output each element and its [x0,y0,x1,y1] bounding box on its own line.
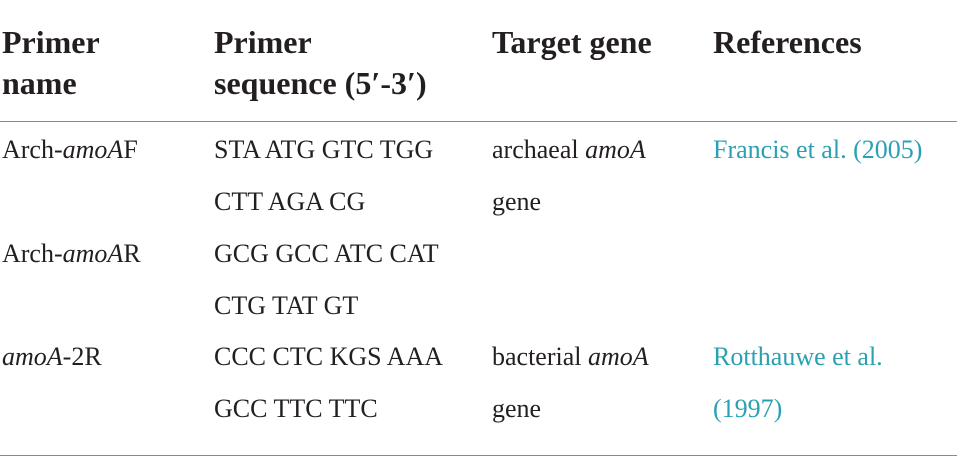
row3-name-suffix: -2R [62,342,102,371]
row1-reference: Francis et al. (2005) [713,124,922,176]
row3-sequence-line1: CCC CTC KGS AAA [214,342,443,371]
row2-name-suffix: R [123,239,141,268]
header-primer-name-line1: Primer [2,24,100,60]
header-divider [0,121,957,122]
row1-target-italic: amoA [585,135,646,164]
row3-target-line1: bacterial amoA [492,331,649,383]
row1-target-prefix: archaeal [492,135,586,164]
row1-sequence-line2: CTT AGA CG [214,187,366,216]
row3-reference: Rotthauwe et al. (1997) [713,331,883,435]
row3-sequence-line2: GCC TTC TTC [214,394,378,423]
header-primer-name-line2: name [2,65,77,101]
row1-primer-name: Arch-amoAF [2,124,138,176]
row3-target-line2: gene [492,394,542,423]
header-references-line1: References [713,24,862,60]
header-primer-sequence: Primer sequence (5′-3′) [214,22,427,104]
row1-name-prefix: Arch- [2,135,63,164]
row1-name-italic: amoA [62,135,124,164]
row3-reference-link-line2[interactable]: (1997) [713,394,783,423]
row1-sequence-line1: STA ATG GTC TGG [214,135,434,164]
row1-target-gene: archaeal amoA gene [492,124,646,228]
row2-name-italic: amoA [62,239,124,268]
row2-name-prefix: Arch- [2,239,63,268]
row3-sequence: CCC CTC KGS AAA GCC TTC TTC [214,331,443,435]
header-references: References [713,22,862,63]
table-bottom-rule [0,455,957,456]
header-primer-sequence-line2: sequence (5′-3′) [214,65,427,101]
row1-name-suffix: F [123,135,138,164]
row2-sequence: GCG GCC ATC CAT CTG TAT GT [214,228,439,332]
row3-target-italic: amoA [588,342,649,371]
header-primer-sequence-line1: Primer [214,24,312,60]
row3-primer-name: amoA-2R [2,331,102,383]
row2-sequence-line2: CTG TAT GT [214,291,359,320]
header-primer-name: Primer name [2,22,100,104]
row3-target-gene: bacterial amoA gene [492,331,649,435]
row1-target-line1: archaeal amoA [492,124,646,176]
row3-reference-link-line1[interactable]: Rotthauwe et al. [713,342,883,371]
row3-target-prefix: bacterial [492,342,588,371]
row1-reference-link[interactable]: Francis et al. (2005) [713,135,923,164]
header-target-gene: Target gene [492,22,652,63]
row1-target-line2: gene [492,187,542,216]
row3-name-italic: amoA [2,342,63,371]
row2-sequence-line1: GCG GCC ATC CAT [214,239,439,268]
header-target-gene-line1: Target gene [492,24,652,60]
row2-primer-name: Arch-amoAR [2,228,141,280]
row1-sequence: STA ATG GTC TGG CTT AGA CG [214,124,433,228]
